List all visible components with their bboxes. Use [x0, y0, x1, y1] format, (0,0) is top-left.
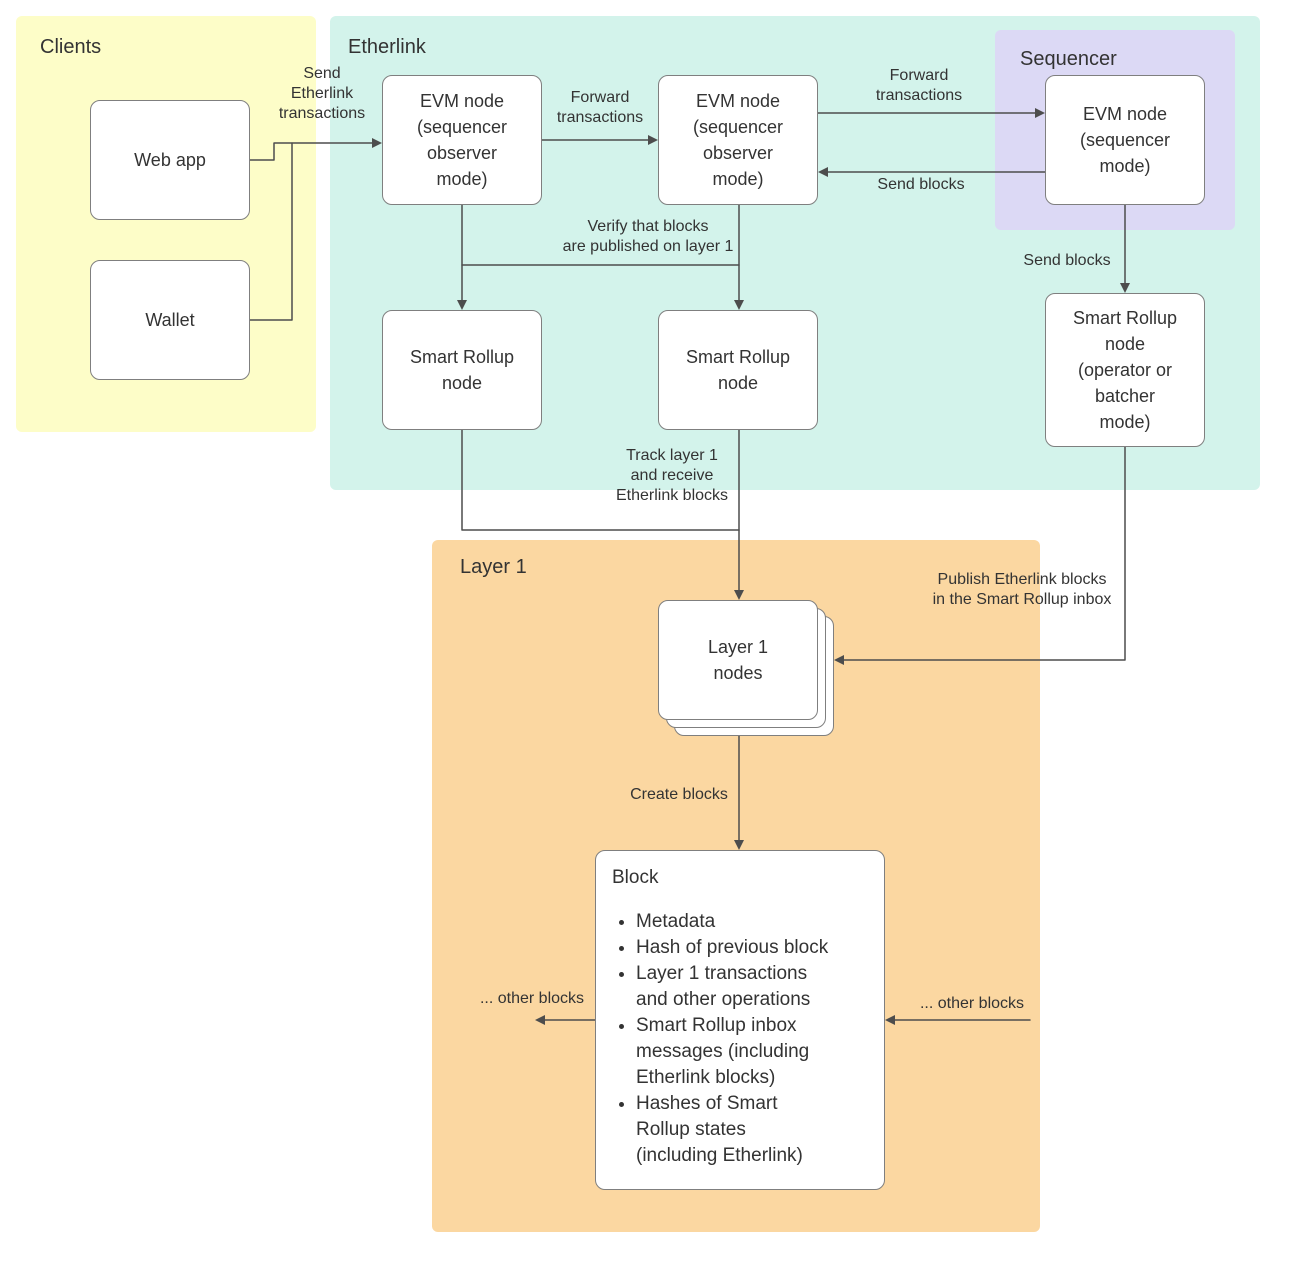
- block-title: Block: [612, 867, 659, 888]
- node-evm-observer-2-label: EVM node (sequencer observer mode): [692, 91, 784, 189]
- edge-label-verify-blocks: Verify that blocks are published on laye…: [562, 218, 734, 255]
- node-layer1-nodes-label: Layer 1 nodes: [707, 637, 769, 683]
- edge-label-forward-transactions-1: Forward transactions: [556, 89, 644, 126]
- edge-label-send-blocks-to-observer: Send blocks: [877, 176, 965, 193]
- edge-label-publish-blocks: Publish Etherlink blocks in the Smart Ro…: [932, 571, 1112, 608]
- node-evm-sequencer: EVM node (sequencer mode): [1045, 75, 1205, 205]
- group-clients-label: Clients: [40, 36, 102, 58]
- node-evm-observer-1-label: EVM node (sequencer observer mode): [416, 91, 508, 189]
- group-etherlink-label: Etherlink: [348, 36, 426, 58]
- block-item: Metadata: [636, 909, 868, 935]
- node-evm-observer-2: EVM node (sequencer observer mode): [658, 75, 818, 205]
- edge-label-send-blocks-to-rollup: Send blocks: [1023, 252, 1111, 269]
- block-item: Hash of previous block: [636, 935, 868, 961]
- block-item: Smart Rollup inbox messages (including E…: [636, 1013, 868, 1091]
- node-evm-observer-1: EVM node (sequencer observer mode): [382, 75, 542, 205]
- block-item: Hashes of Smart Rollup states (including…: [636, 1091, 868, 1169]
- node-smart-rollup-1: Smart Rollup node: [382, 310, 542, 430]
- node-evm-sequencer-label: EVM node (sequencer mode): [1079, 104, 1171, 176]
- group-sequencer-label: Sequencer: [1020, 48, 1117, 70]
- block-item: Layer 1 transactions and other operation…: [636, 961, 868, 1013]
- edge-wallet-join: [249, 142, 293, 321]
- edge-label-create-blocks: Create blocks: [630, 786, 728, 803]
- node-web-app-label: Web app: [134, 150, 206, 170]
- edge-publish-blocks: [834, 446, 1126, 665]
- node-smart-rollup-operator: Smart Rollup node (operator or batcher m…: [1045, 293, 1205, 447]
- edge-label-other-blocks-left: ... other blocks: [479, 990, 585, 1007]
- node-wallet: Wallet: [90, 260, 250, 380]
- edge-label-send-etherlink-transactions: Send Etherlink transactions: [278, 65, 366, 122]
- group-layer1-label: Layer 1: [460, 556, 527, 578]
- node-smart-rollup-2: Smart Rollup node: [658, 310, 818, 430]
- node-smart-rollup-1-label: Smart Rollup node: [409, 347, 515, 393]
- edge-label-other-blocks-right: ... other blocks: [919, 995, 1025, 1012]
- node-wallet-label: Wallet: [145, 310, 195, 330]
- node-block: Block Metadata Hash of previous block La…: [595, 850, 885, 1190]
- edge-track-layer1-join: [461, 429, 740, 531]
- block-list: Metadata Hash of previous block Layer 1 …: [612, 909, 868, 1169]
- node-smart-rollup-2-label: Smart Rollup node: [685, 347, 791, 393]
- node-smart-rollup-operator-label: Smart Rollup node (operator or batcher m…: [1072, 308, 1178, 432]
- edge-send-etherlink-transactions: [249, 138, 382, 161]
- edge-label-forward-transactions-2: Forward transactions: [875, 67, 963, 104]
- node-layer1-nodes: Layer 1 nodes: [658, 600, 818, 720]
- edge-label-track-layer1: Track layer 1 and receive Etherlink bloc…: [615, 447, 729, 504]
- node-web-app: Web app: [90, 100, 250, 220]
